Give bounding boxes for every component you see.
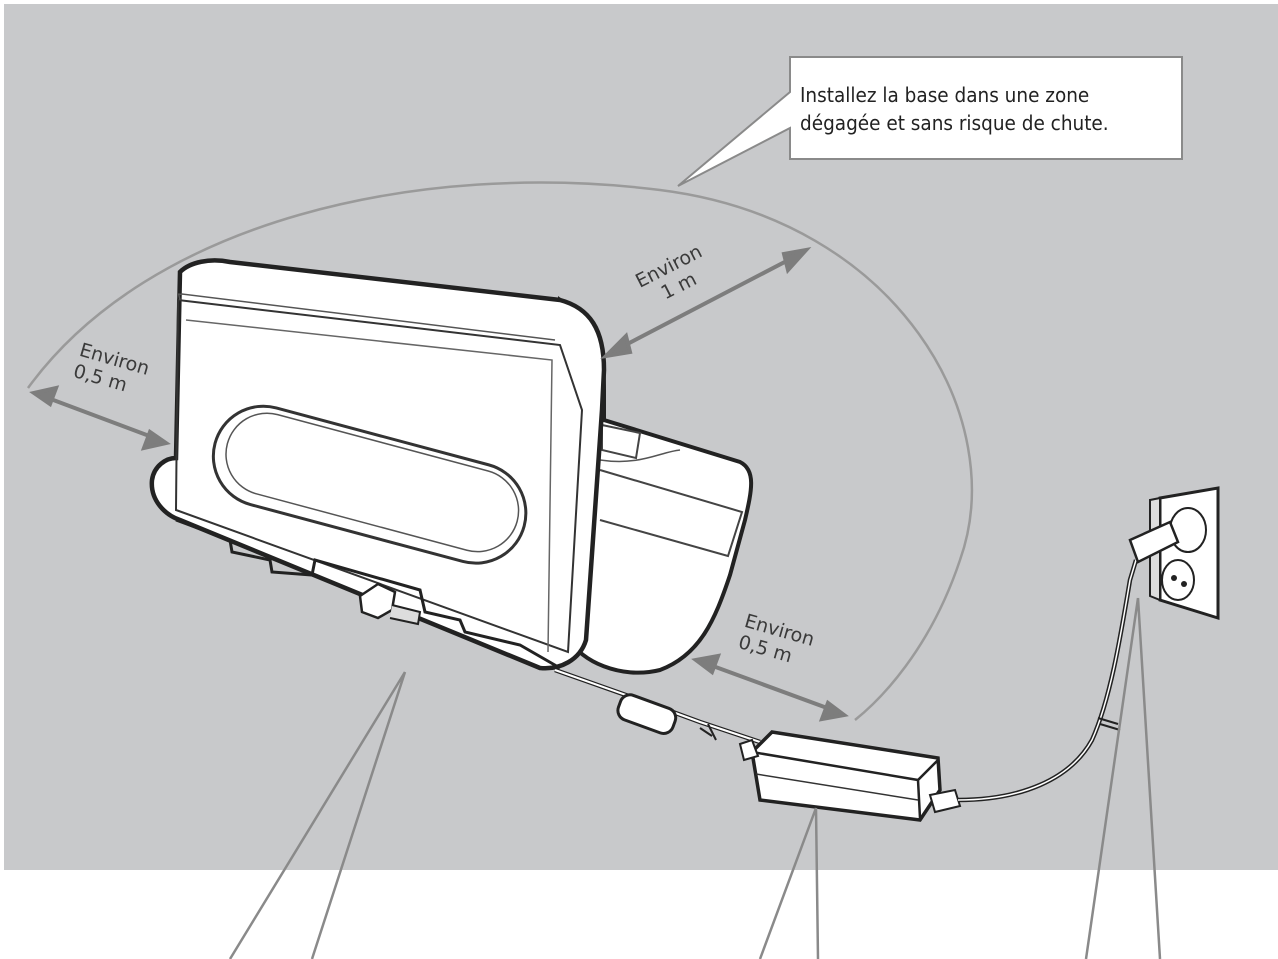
clearance-arc (26, 181, 974, 721)
mains-plug (1128, 520, 1180, 564)
clearance-arrows (29, 246, 849, 722)
callout-box (677, 56, 1183, 187)
arrow-left (39, 393, 161, 442)
installation-callout: Installez la base dans une zone dégagée … (790, 57, 1180, 159)
callout-line-2: dégagée et sans risque de chute. (800, 111, 1109, 135)
ferrite-bead (616, 693, 678, 735)
base-connector (358, 582, 422, 626)
callout-line-1: Installez la base dans une zone (800, 83, 1090, 107)
floor-strip (0, 870, 1278, 959)
leader-lines (228, 597, 1162, 959)
power-adapter (738, 730, 962, 822)
handle-opening (211, 404, 528, 565)
wall-outlet (1128, 486, 1220, 621)
charging-base (149, 258, 754, 675)
arrow-top (611, 252, 801, 354)
arrow-right (701, 660, 839, 714)
